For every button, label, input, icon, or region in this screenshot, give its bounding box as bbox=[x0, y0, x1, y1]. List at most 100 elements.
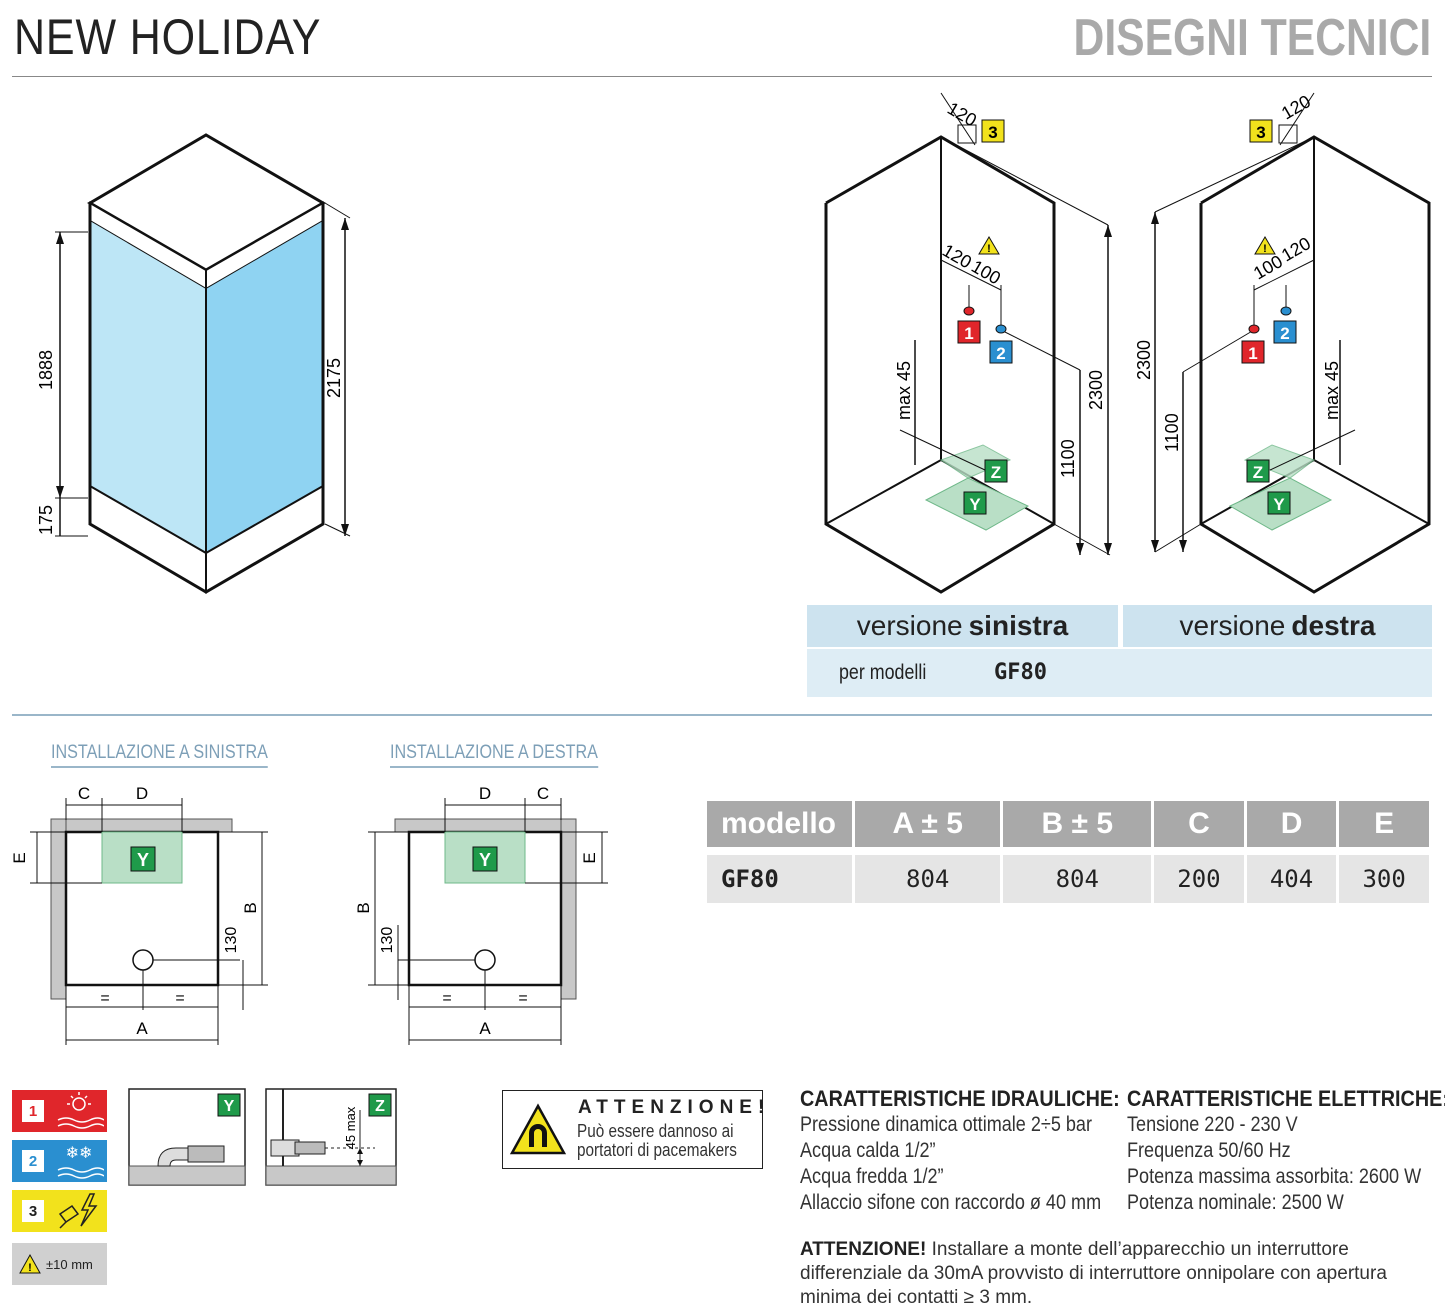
version-left-band: versione sinistra bbox=[807, 605, 1118, 647]
cabin-overview-drawing: 1888 175 2175 bbox=[36, 133, 351, 594]
hot-water-icon bbox=[57, 1092, 104, 1129]
plan-right-dim-max45: max 45 bbox=[1322, 361, 1342, 420]
outlet-detail-z: 45 max Z bbox=[265, 1088, 397, 1186]
plan-left-marker-2: 2 bbox=[996, 344, 1005, 363]
install-right-label-e: E bbox=[580, 852, 599, 863]
list-item: Acqua calda 1/2” bbox=[800, 1139, 936, 1162]
plumbing-plan-left: 120 120 100 max 45 2300 1100 ! 3 1 2 Z Y bbox=[824, 92, 1112, 594]
spec-cell-d: 404 bbox=[1246, 855, 1337, 903]
plan-left-marker-z: Z bbox=[991, 463, 1001, 482]
spec-header-e: E bbox=[1339, 801, 1429, 847]
detail-z-dim: 45 max bbox=[343, 1106, 358, 1149]
install-right-label-b: B bbox=[354, 902, 373, 913]
plan-right-dim-1100: 1100 bbox=[1162, 413, 1182, 452]
legend-tolerance: ! ±10 mm bbox=[12, 1243, 107, 1285]
header-rule bbox=[12, 76, 1432, 77]
install-left-label-d: D bbox=[136, 784, 148, 803]
legend-electric: 3 bbox=[12, 1190, 107, 1232]
note-label: ATTENZIONE! bbox=[800, 1239, 927, 1260]
list-item: Frequenza 50/60 Hz bbox=[1127, 1139, 1291, 1162]
install-left-label-b: B bbox=[241, 902, 260, 913]
legend-electric-marker: 3 bbox=[22, 1200, 44, 1222]
section-divider bbox=[12, 714, 1432, 716]
warning-triangle-icon: ! bbox=[19, 1253, 41, 1274]
install-left-label-eq2: = bbox=[175, 990, 184, 1007]
hydraulic-title: CARATTERISTICHE IDRAULICHE: bbox=[800, 1086, 1120, 1111]
magnet-warning-icon bbox=[509, 1103, 567, 1155]
version-left-name: sinistra bbox=[968, 610, 1069, 641]
table-row: GF80 804 804 200 404 300 bbox=[707, 855, 1429, 903]
version-right-band: versione destra bbox=[1123, 605, 1432, 647]
plan-left-warning-icon: ! bbox=[987, 243, 991, 255]
plan-right-marker-1: 1 bbox=[1248, 344, 1257, 363]
install-right-label-eq1: = bbox=[442, 990, 451, 1007]
list-item: Potenza nominale: 2500 W bbox=[1127, 1191, 1344, 1214]
install-left-title: INSTALLAZIONE A SINISTRA bbox=[51, 742, 268, 768]
electrical-note: ATTENZIONE! Installare a monte dell’appa… bbox=[800, 1238, 1440, 1310]
spec-header-c: C bbox=[1154, 801, 1244, 847]
plan-right-dim-120-top: 120 bbox=[1278, 91, 1314, 123]
spec-header-a: A ± 5 bbox=[855, 801, 1001, 847]
install-left-label-e: E bbox=[10, 852, 29, 863]
warning-line-2: portatori di pacemakers bbox=[577, 1140, 737, 1160]
version-right-name: destra bbox=[1291, 610, 1376, 641]
note-text: Installare a monte dell’apparecchio un i… bbox=[800, 1239, 1387, 1308]
plan-left-dim-120-top: 120 bbox=[944, 98, 980, 130]
electric-title: CARATTERISTICHE ELETTRICHE: bbox=[1127, 1086, 1445, 1111]
install-right-plan: Y D C E B 130 = = A bbox=[354, 784, 608, 1045]
plan-left-dim-100: 100 bbox=[968, 256, 1004, 288]
install-right-label-a: A bbox=[479, 1019, 491, 1038]
plan-left-marker-y: Y bbox=[969, 495, 981, 514]
svg-text:!: ! bbox=[28, 1262, 32, 1274]
plan-left-marker-1: 1 bbox=[964, 324, 973, 343]
dim-1888: 1888 bbox=[36, 350, 56, 390]
install-left-label-eq1: = bbox=[100, 990, 109, 1007]
spec-cell-a: 804 bbox=[855, 855, 1001, 903]
install-left-plan: Y C D E B 130 = = A bbox=[10, 784, 268, 1045]
detail-y-marker: Y bbox=[224, 1098, 235, 1115]
install-right-marker-y: Y bbox=[479, 850, 491, 870]
install-left-marker-y: Y bbox=[137, 850, 149, 870]
install-left-label-130: 130 bbox=[223, 927, 240, 954]
install-left-label-a: A bbox=[136, 1019, 148, 1038]
pacemaker-warning: ATTENZIONE! Può essere dannoso ai portat… bbox=[502, 1090, 764, 1169]
plan-right-warning-icon: ! bbox=[1263, 243, 1267, 255]
spec-header-b: B ± 5 bbox=[1003, 801, 1152, 847]
legend-hot-water: 1 bbox=[12, 1090, 107, 1132]
plumbing-plan-right: 120 120 100 max 45 2300 1100 ! 3 2 1 Z Y bbox=[1134, 91, 1431, 594]
legend-cold-water: 2 ❄❄ bbox=[12, 1140, 107, 1182]
plan-left-dim-120: 120 bbox=[939, 240, 975, 272]
models-value: GF80 bbox=[994, 660, 1047, 685]
version-left-prefix: versione bbox=[856, 610, 963, 641]
models-label: per modelli bbox=[839, 661, 927, 684]
list-item: Allaccio sifone con raccordo ø 40 mm bbox=[800, 1191, 1102, 1214]
dim-175: 175 bbox=[36, 505, 56, 535]
plan-left-dim-1100: 1100 bbox=[1058, 439, 1078, 478]
drain-detail-y: Y bbox=[128, 1088, 246, 1186]
install-right-label-130: 130 bbox=[379, 927, 396, 954]
install-left-label-c: C bbox=[78, 784, 90, 803]
install-right-title: INSTALLAZIONE A DESTRA bbox=[390, 742, 598, 768]
install-right-label-eq2: = bbox=[518, 990, 527, 1007]
plan-left-dim-2300: 2300 bbox=[1086, 370, 1106, 410]
warning-title: ATTENZIONE! bbox=[578, 1097, 771, 1118]
dim-2175: 2175 bbox=[324, 358, 344, 398]
svg-text:❄❄: ❄❄ bbox=[66, 1145, 93, 1162]
plan-left-marker-3: 3 bbox=[988, 123, 997, 142]
spec-header-model: modello bbox=[707, 801, 852, 847]
spec-cell-b: 804 bbox=[1003, 855, 1152, 903]
plug-lightning-icon bbox=[58, 1193, 98, 1229]
plan-right-dim-2300: 2300 bbox=[1134, 340, 1154, 380]
warning-line-1: Può essere dannoso ai bbox=[577, 1121, 734, 1141]
legend-cold-marker: 2 bbox=[22, 1150, 44, 1172]
hydraulic-list: Pressione dinamica ottimale 2÷5 bar Acqu… bbox=[800, 1112, 1150, 1216]
spec-header-d: D bbox=[1246, 801, 1337, 847]
spec-cell-c: 200 bbox=[1154, 855, 1244, 903]
plan-right-dim-100: 100 bbox=[1250, 251, 1286, 283]
install-right-label-d: D bbox=[479, 784, 491, 803]
plan-left-dim-max45: max 45 bbox=[894, 361, 914, 420]
plan-right-marker-y: Y bbox=[1273, 495, 1285, 514]
detail-z-marker: Z bbox=[375, 1098, 385, 1115]
spec-table: modello A ± 5 B ± 5 C D E GF80 804 804 2… bbox=[704, 801, 1432, 903]
version-right-prefix: versione bbox=[1179, 610, 1286, 641]
